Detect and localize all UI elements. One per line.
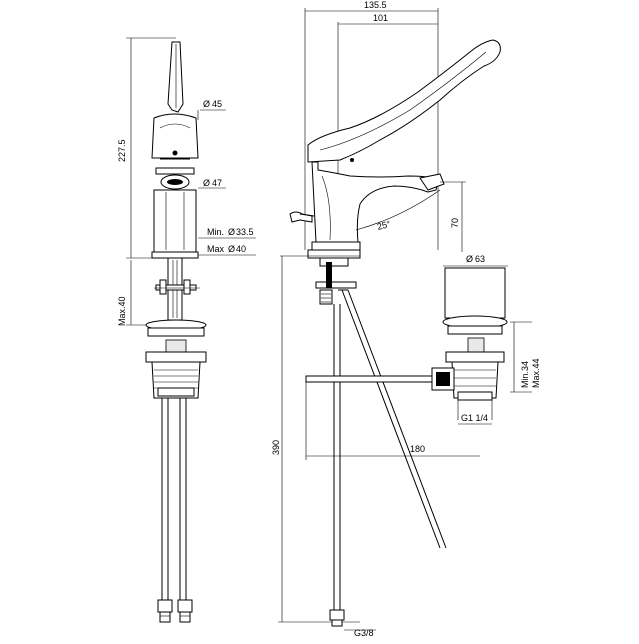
- dim-body-prefix: Ø: [203, 178, 210, 188]
- dim-body-label: 47: [212, 178, 222, 188]
- spout-body: [311, 161, 439, 243]
- dim-waste-prefix: Ø: [466, 254, 473, 264]
- dim-width-label: 135.5: [364, 0, 387, 10]
- dim-height-label: 227.5: [117, 139, 127, 162]
- side-view: 135.5 101 25° 70: [271, 0, 541, 638]
- dim-waste-max-label: Max.44: [531, 358, 541, 388]
- lever-handle: [307, 39, 501, 163]
- faucet-body: [155, 167, 195, 175]
- dim-max-hole-prefix: Max: [207, 244, 225, 254]
- dim-hose-label: 390: [271, 440, 281, 455]
- handle-head: [151, 113, 199, 159]
- dim-min-hole-symbol: Ø: [228, 227, 235, 237]
- front-view: 227.5 Ø 45 Ø 47 Min. Ø 33.5 Max Ø 40: [117, 37, 256, 623]
- dim-waste-label: 63: [475, 254, 485, 264]
- dim-waste-min-label: Min.34: [520, 361, 530, 388]
- dim-spout-height-label: 70: [450, 218, 460, 228]
- popup-rod: [341, 289, 441, 549]
- dim-handle-label: 45: [212, 99, 222, 109]
- dim-thickness-label: Max.40: [117, 296, 127, 326]
- waste-cap: [444, 267, 506, 319]
- dim-max-hole-symbol: Ø: [228, 244, 235, 254]
- dim-max-hole-label: 40: [236, 244, 246, 254]
- dim-waste-thread-label: G1 1/4: [461, 413, 488, 423]
- dim-min-hole-prefix: Min.: [207, 227, 224, 237]
- dim-min-hole-label: 33.5: [236, 227, 254, 237]
- dim-rod-label: 180: [410, 444, 425, 454]
- dim-handle-prefix: Ø: [203, 99, 210, 109]
- dim-angle-label: 25°: [376, 219, 392, 232]
- dim-reach-label: 101: [373, 13, 388, 23]
- lever-blade: [167, 41, 184, 113]
- dim-hose-thread-label: G3/8: [354, 628, 374, 638]
